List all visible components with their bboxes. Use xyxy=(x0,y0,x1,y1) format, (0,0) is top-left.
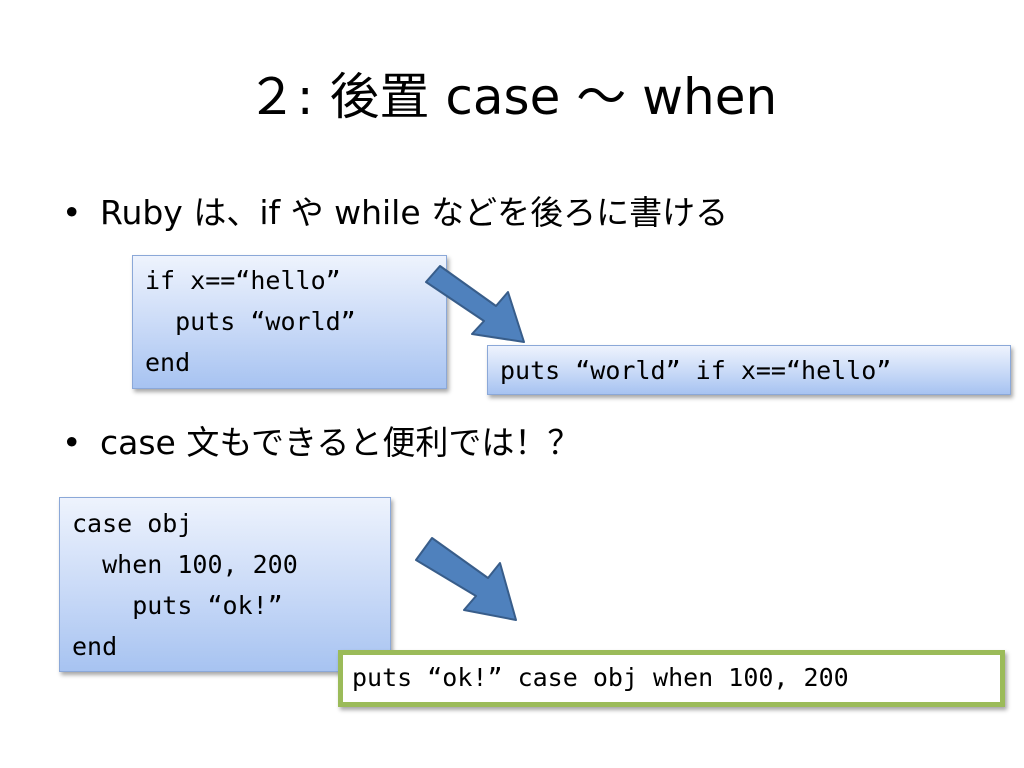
bullet-marker: • xyxy=(62,193,82,232)
code-block-if: if x==“hello” puts “world” end xyxy=(132,255,447,389)
arrow-down-right-icon xyxy=(425,265,525,343)
code-block-if-postfix: puts “world” if x==“hello” xyxy=(487,345,1011,395)
bullet-text: Ruby は、if や while などを後ろに書ける xyxy=(100,193,729,232)
arrow-down-right-icon xyxy=(415,537,517,621)
code-block-case-postfix: puts “ok!” case obj when 100, 200 xyxy=(338,650,1005,707)
code-block-case: case obj when 100, 200 puts “ok!” end xyxy=(59,497,391,672)
slide-title: ２: 後置 case 〜 when xyxy=(246,68,778,126)
bullet-item: • Ruby は、if や while などを後ろに書ける xyxy=(62,191,728,235)
bullet-text: case 文もできると便利では！？ xyxy=(100,423,581,462)
bullet-item: • case 文もできると便利では！？ xyxy=(62,421,580,465)
bullet-marker: • xyxy=(62,423,82,462)
